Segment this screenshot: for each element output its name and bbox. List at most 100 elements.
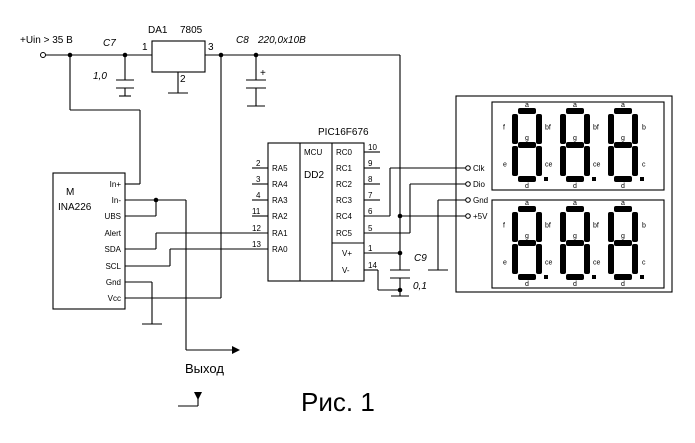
segment-g	[614, 142, 632, 148]
segment-dp	[592, 177, 596, 181]
segment-dp	[544, 275, 548, 279]
ina-pin-in-plus: In+	[110, 180, 122, 189]
mcu-pin-vplus: V+	[342, 249, 352, 258]
segment-dp	[592, 275, 596, 279]
ina-pin-gnd: Gnd	[106, 278, 121, 287]
segment-label-g: g	[621, 233, 625, 240]
segment-label-bf: bf	[545, 125, 551, 132]
mcu-pinnum-7: 7	[368, 191, 373, 200]
segment-c	[632, 244, 638, 274]
mcu-pin-ra3: RA3	[272, 196, 288, 205]
segment-label-d: d	[621, 281, 625, 288]
segment-label-g: g	[573, 135, 577, 142]
c9-value: 0,1	[413, 281, 427, 292]
segment-e	[608, 244, 614, 274]
segment-dp	[640, 177, 644, 181]
segment-e	[560, 146, 566, 176]
mcu-pin-rc3: RC3	[336, 196, 353, 205]
segment-label-bf: bf	[545, 223, 551, 230]
mcu-pin-vminus: V-	[342, 266, 350, 275]
segment-label-ce: ce	[545, 162, 553, 169]
segment-d	[518, 274, 536, 280]
segment-label-d: d	[525, 183, 529, 190]
mcu-pin-rc2: RC2	[336, 180, 353, 189]
segment-g	[566, 142, 584, 148]
mcu-pin-rc4: RC4	[336, 212, 353, 221]
output-label: Выход	[185, 361, 224, 376]
mcu-pinnum-12: 12	[252, 224, 261, 233]
mcu-label: MCU	[304, 148, 322, 157]
mcu-pin-ra4: RA4	[272, 180, 288, 189]
ina-pin-scl: SCL	[105, 262, 121, 271]
segment-e	[608, 146, 614, 176]
segment-label-bf: bf	[593, 223, 599, 230]
segment-c	[536, 244, 542, 274]
segment-g	[566, 240, 584, 246]
mcu-pinnum-8: 8	[368, 175, 373, 184]
segment-label-ce: ce	[545, 260, 553, 267]
segment-c	[584, 244, 590, 274]
segment-a	[518, 108, 536, 114]
segment-label-a: a	[573, 102, 577, 109]
mcu-pinnum-10: 10	[368, 143, 377, 152]
segment-label-f: f	[503, 223, 505, 230]
c8-name: C8	[236, 35, 249, 46]
output: Выход	[185, 346, 240, 400]
segment-label-e: e	[503, 162, 507, 169]
mcu-pinnum-14: 14	[368, 261, 377, 270]
mcu-pinnum-4: 4	[256, 191, 261, 200]
segment-label-g: g	[573, 233, 577, 240]
segment-c	[536, 146, 542, 176]
da1-name: DA1	[148, 25, 168, 36]
input-label: +Uin > 35 В	[20, 35, 73, 46]
segment-label-bf: bf	[593, 125, 599, 132]
segment-d	[566, 176, 584, 182]
segment-f	[512, 114, 518, 144]
segment-f	[608, 114, 614, 144]
mcu-pinnum-13: 13	[252, 240, 261, 249]
segment-b	[584, 114, 590, 144]
capacitor-c8: + C8 220,0x10В	[236, 35, 306, 107]
conn-dio: Dio	[473, 180, 486, 189]
segment-e	[512, 244, 518, 274]
capacitor-c9: C9 0,1	[390, 253, 427, 297]
segment-label-b: b	[642, 223, 646, 230]
segment-label-d: d	[573, 183, 577, 190]
mcu-pinnum-6: 6	[368, 207, 373, 216]
c8-value: 220,0x10В	[257, 35, 306, 46]
segment-g	[614, 240, 632, 246]
segment-label-c: c	[642, 260, 646, 267]
ina-pin-in-minus: In-	[112, 196, 122, 205]
segment-b	[584, 212, 590, 242]
mcu-pin-rc1: RC1	[336, 164, 353, 173]
conn-5v: +5V	[473, 212, 488, 221]
segment-dp	[544, 177, 548, 181]
segment-a	[566, 206, 584, 212]
mcu-pinnum-3: 3	[256, 175, 261, 184]
da1-pin-in: 1	[142, 42, 148, 53]
da1-pin-out: 3	[208, 42, 214, 53]
mcu-ref: DD2	[304, 170, 324, 181]
mcu-part: PIC16F676	[318, 127, 369, 138]
segment-f	[560, 212, 566, 242]
input-terminal: +Uin > 35 В	[20, 35, 73, 58]
da1-pin-gnd: 2	[180, 74, 186, 85]
capacitor-c7: C7 1,0	[93, 38, 134, 97]
segment-dp	[640, 275, 644, 279]
ina-title-m: M	[66, 187, 74, 198]
conn-clk: Clk	[473, 164, 486, 173]
ina-pin-alert: Alert	[105, 229, 122, 238]
wires	[45, 54, 466, 407]
segment-label-d: d	[621, 183, 625, 190]
ina-pin-ubs: UBS	[105, 212, 121, 221]
segment-f	[560, 114, 566, 144]
segment-label-a: a	[621, 200, 625, 207]
segment-b	[536, 212, 542, 242]
mcu-pin-ra1: RA1	[272, 229, 288, 238]
segment-f	[608, 212, 614, 242]
mcu-pin-rc5: RC5	[336, 229, 353, 238]
segment-c	[584, 146, 590, 176]
segment-label-a: a	[621, 102, 625, 109]
seven-segment-digits: adgfeadgbfceadgbfcebcadgfeadgbfceadgbfce…	[503, 102, 646, 288]
